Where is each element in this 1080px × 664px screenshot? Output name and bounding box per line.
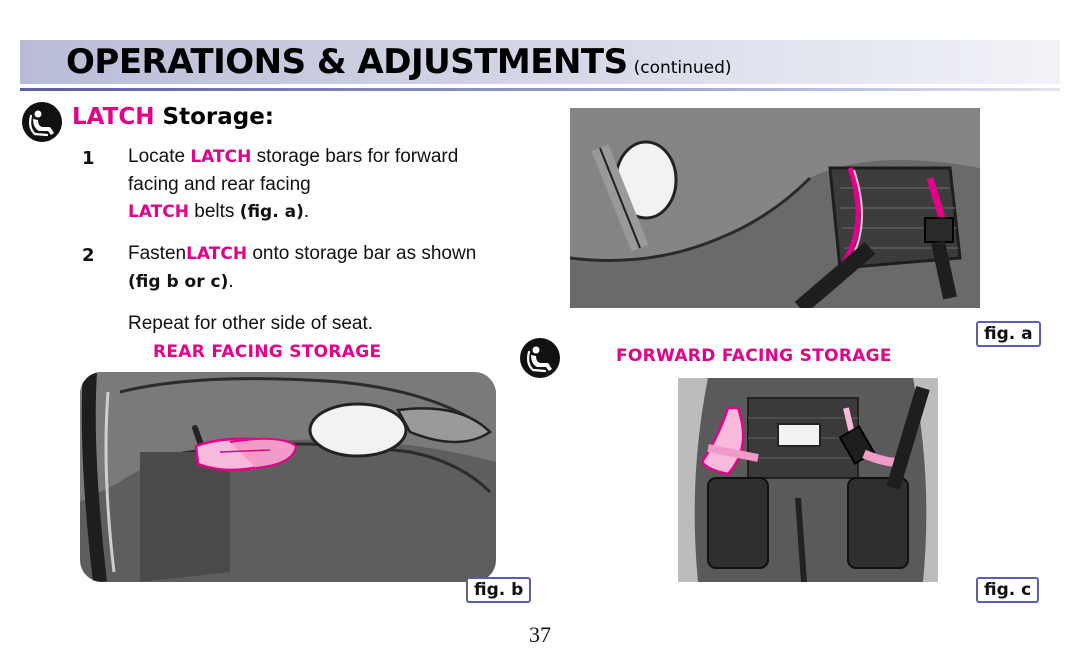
header-rule: [20, 88, 1060, 91]
step-1-latch-2: LATCH: [128, 202, 189, 222]
section-title-latch: LATCH: [72, 104, 155, 130]
step-2-text-b: onto storage bar as shown: [247, 243, 477, 264]
rear-facing-illustration: [80, 372, 496, 582]
page-title: OPERATIONS & ADJUSTMENTS(continued): [66, 40, 732, 90]
header-band: [20, 40, 1060, 84]
step-1-fig-ref: (fig. a): [239, 202, 304, 222]
step-1-number: 1: [82, 148, 95, 169]
step-1-text-c: belts: [188, 201, 240, 222]
step-1-text-b: storage bars for forward facing and rear…: [128, 146, 459, 195]
child-seat-icon: [22, 102, 62, 142]
child-seat-icon-forward: [520, 338, 560, 378]
repeat-note: Repeat for other side of seat.: [128, 313, 374, 334]
section-title-storage: Storage:: [154, 104, 275, 130]
fig-c-label: fig. c: [976, 577, 1040, 603]
forward-facing-heading: FORWARD FACING STORAGE: [616, 346, 892, 366]
page-number: 37: [529, 622, 551, 647]
forward-facing-illustration: [678, 378, 938, 582]
step-1-text: Locate LATCH storage bars for forward fa…: [128, 143, 508, 226]
latch-storage-bars-illustration: [570, 108, 980, 308]
step-1-latch: LATCH: [190, 147, 252, 167]
step-1-period: .: [303, 201, 310, 222]
section-title: LATCH Storage:: [72, 102, 274, 132]
rear-facing-heading: REAR FACING STORAGE: [153, 342, 382, 362]
page-title-continued: (continued): [633, 58, 732, 78]
page-title-text: OPERATIONS & ADJUSTMENTS: [66, 42, 628, 82]
step-2-text-a: Fasten: [128, 243, 187, 264]
step-1-text-a: Locate: [128, 146, 191, 167]
fig-a-label: fig. a: [976, 321, 1041, 347]
step-2-number: 2: [82, 245, 95, 266]
step-2-latch: LATCH: [186, 244, 248, 264]
step-2-text: FastenLATCH onto storage bar as shown (f…: [128, 240, 508, 296]
step-2-period: .: [228, 271, 234, 292]
fig-b-label: fig. b: [466, 577, 532, 603]
step-2-fig-ref: (fig b or c): [128, 272, 229, 292]
